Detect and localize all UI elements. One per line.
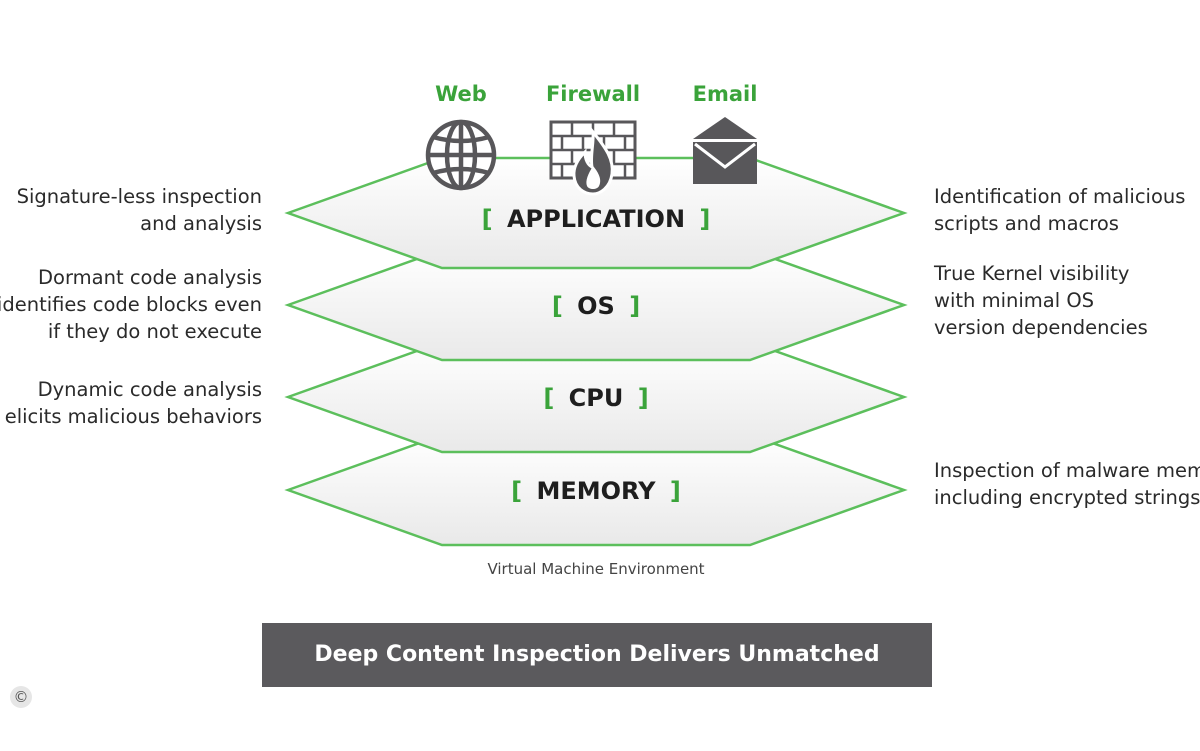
footer-banner: Deep Content Inspection Delivers Unmatch… [262,623,932,731]
firewall-icon [549,120,637,196]
right-note-application: Identification of malicious scripts and … [934,185,1186,235]
left-note-cpu: Dynamic code analysis elicits malicious … [4,378,262,428]
svg-text:[ OS ]: [ OS ] [552,292,640,320]
icon-label-web: Web [435,82,487,106]
svg-text:[ MEMORY ]: [ MEMORY ] [511,477,681,505]
layer-memory: [ MEMORY ] [284,433,908,547]
layer-diagram: [ MEMORY ] [ CPU ] [ OS ] [ APPLICATION … [284,82,908,547]
right-note-memory: Inspection of malware memory including e… [934,459,1200,509]
svg-text:[ APPLICATION ]: [ APPLICATION ] [482,205,711,233]
right-note-os: True Kernel visibility with minimal OS v… [934,262,1148,339]
svg-text:[ CPU ]: [ CPU ] [543,384,648,412]
environment-label: Virtual Machine Environment [487,560,705,578]
layer-os: [ OS ] [284,248,908,362]
layer-cpu: [ CPU ] [284,340,908,454]
layer-application: [ APPLICATION ] [284,156,908,270]
envelope-icon [693,117,757,184]
layer-label-cpu: CPU [569,384,624,412]
layer-label-os: OS [577,292,615,320]
left-note-application: Signature-less inspection and analysis [16,185,262,235]
globe-icon [425,119,497,191]
layer-label-application: APPLICATION [507,205,685,233]
icon-label-firewall: Firewall [546,82,640,106]
layer-label-memory: MEMORY [536,477,656,505]
left-note-os: Dormant code analysis identifies code bl… [0,266,262,343]
icon-label-email: Email [693,82,758,106]
copyright-icon: © [10,686,32,708]
